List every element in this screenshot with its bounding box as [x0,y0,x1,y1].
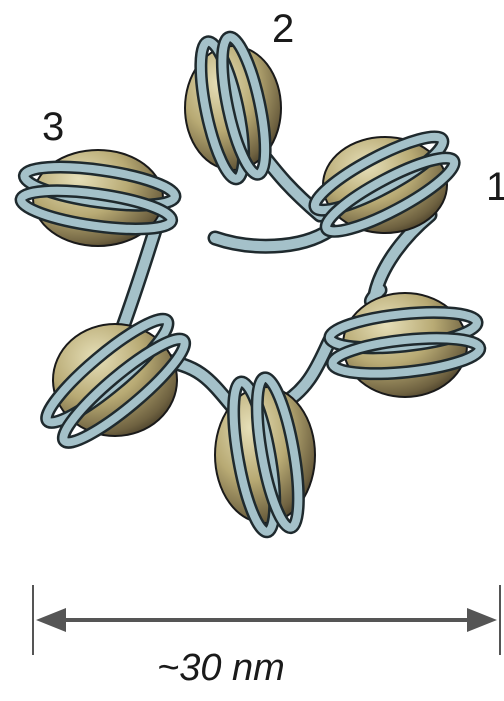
scale-bar-label: ~30 nm [157,647,285,689]
scale-bar-left-arrow [36,608,66,632]
nucleosome-1 [308,126,461,243]
scale-bar-right-arrow [467,608,497,632]
nucleosome-2 [185,34,281,182]
nucleosome-label-1: 1 [486,165,504,209]
nucleosome-3 [19,150,177,246]
nucleosome-label-3: 3 [42,105,64,149]
dna-wrap [328,306,481,379]
scale-bar [33,585,500,655]
nucleosome-4 [328,293,481,397]
nucleosome-5 [37,308,194,453]
nucleosome-label-2: 2 [272,7,294,51]
